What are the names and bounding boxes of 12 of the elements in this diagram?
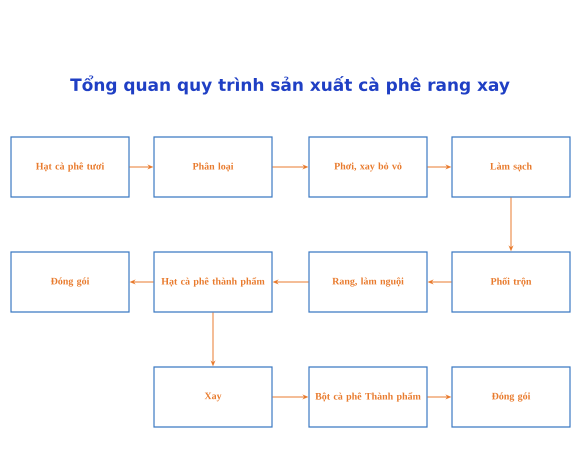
process-box: Đóng gói xyxy=(10,251,130,313)
process-box: Đóng gói xyxy=(451,366,571,428)
process-box: Hạt cà phê thành phẩm xyxy=(153,251,273,313)
process-box: Phơi, xay bỏ vỏ xyxy=(308,136,428,198)
title: Tổng quan quy trình sản xuất cà phê rang xay xyxy=(70,75,510,95)
process-box: Phân loại xyxy=(153,136,273,198)
process-box: Rang, làm nguội xyxy=(308,251,428,313)
process-box: Xay xyxy=(153,366,273,428)
process-box: Làm sạch xyxy=(451,136,571,198)
process-box: Bột cà phê Thành phẩm xyxy=(308,366,428,428)
process-box: Phối trộn xyxy=(451,251,571,313)
process-box: Hạt cà phê tươi xyxy=(10,136,130,198)
